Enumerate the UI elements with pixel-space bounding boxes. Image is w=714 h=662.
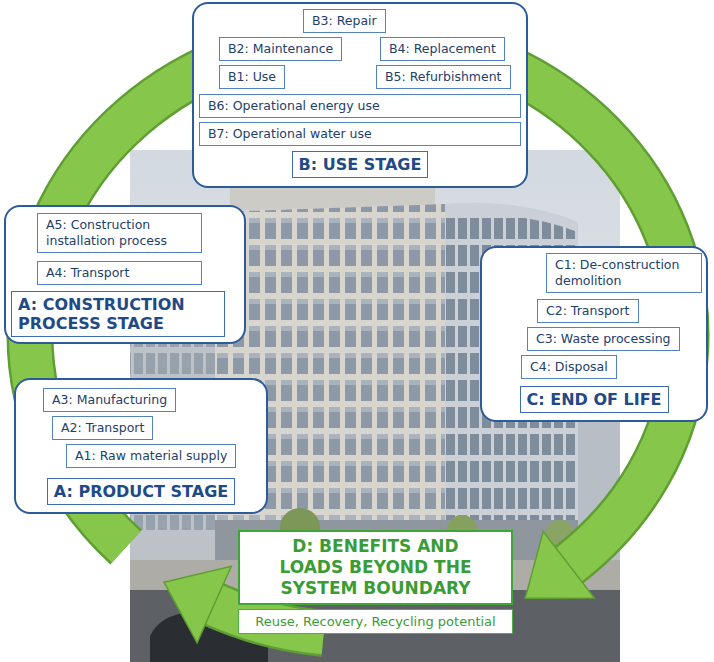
module-label: B1: Use: [228, 69, 276, 85]
module-label: A1: Raw material supply: [75, 448, 227, 464]
module-box: B4: Replacement: [380, 37, 505, 61]
stage-panel: B3: RepairB2: Maintenance B4: Replacement…: [192, 2, 528, 188]
module-box: C1: De-construction demolition: [546, 253, 702, 293]
module-label: A2: Transport: [61, 420, 144, 436]
module-box: A3: Manufacturing: [43, 388, 176, 412]
heading-frame: B: USE STAGE: [194, 151, 526, 178]
module-label: A3: Manufacturing: [52, 392, 167, 408]
module-box: A5: Construction installation process: [37, 213, 202, 253]
benefits-heading: D: BENEFITS AND LOADS BEYOND THE SYSTEM …: [260, 536, 492, 599]
heading-frame: C: END OF LIFE: [482, 386, 706, 413]
module-label: B7: Operational water use: [208, 126, 512, 142]
module-label: C4: Disposal: [530, 359, 608, 375]
ring-arrowhead: [525, 532, 594, 599]
module-box: C2: Transport: [537, 299, 639, 323]
module-box: C3: Waste processing: [527, 327, 680, 351]
heading-frame: A: CONSTRUCTION PROCESS STAGE: [11, 291, 225, 337]
module-box: B5: Refurbishment: [376, 65, 511, 89]
module-label: B6: Operational energy use: [208, 98, 512, 114]
stage-heading: A: CONSTRUCTION PROCESS STAGE: [11, 291, 225, 337]
module-box: A1: Raw material supply: [66, 444, 236, 468]
module-label: B4: Replacement: [389, 41, 496, 57]
module-label: C1: De-construction demolition: [555, 257, 693, 289]
stage-panel: A3: ManufacturingA2: TransportA1: Raw ma…: [14, 378, 268, 514]
module-box: C4: Disposal: [521, 355, 617, 379]
module-label: C2: Transport: [546, 303, 630, 319]
module-label: C3: Waste processing: [536, 331, 671, 347]
stage-heading: A: PRODUCT STAGE: [47, 478, 235, 505]
module-box: A2: Transport: [52, 416, 153, 440]
stage-panel: A5: Construction installation processA4:…: [4, 205, 246, 344]
module-box: B7: Operational water use: [199, 122, 521, 146]
stage-heading: B: USE STAGE: [292, 151, 429, 178]
module-box: B3: Repair: [303, 9, 386, 33]
module-label: B3: Repair: [312, 13, 377, 29]
module-box: A4: Transport: [37, 261, 202, 285]
stage-panel: C1: De-construction demolitionC2: Transp…: [480, 246, 708, 422]
module-box: B1: Use: [219, 65, 285, 89]
module-label: A5: Construction installation process: [46, 217, 193, 249]
module-box: B6: Operational energy use: [199, 94, 521, 118]
potential-label: Reuse, Recovery, Recycling potential: [245, 613, 506, 630]
potential-box: Reuse, Recovery, Recycling potential: [238, 609, 513, 634]
module-label: A4: Transport: [46, 265, 193, 281]
ring-arrowhead: [164, 566, 231, 643]
benefits-box: D: BENEFITS AND LOADS BEYOND THE SYSTEM …: [238, 530, 513, 605]
module-label: B2: Maintenance: [228, 41, 333, 57]
stage-heading: C: END OF LIFE: [520, 386, 669, 413]
module-box: B2: Maintenance: [219, 37, 342, 61]
module-label: B5: Refurbishment: [385, 69, 502, 85]
heading-frame: A: PRODUCT STAGE: [16, 478, 266, 505]
